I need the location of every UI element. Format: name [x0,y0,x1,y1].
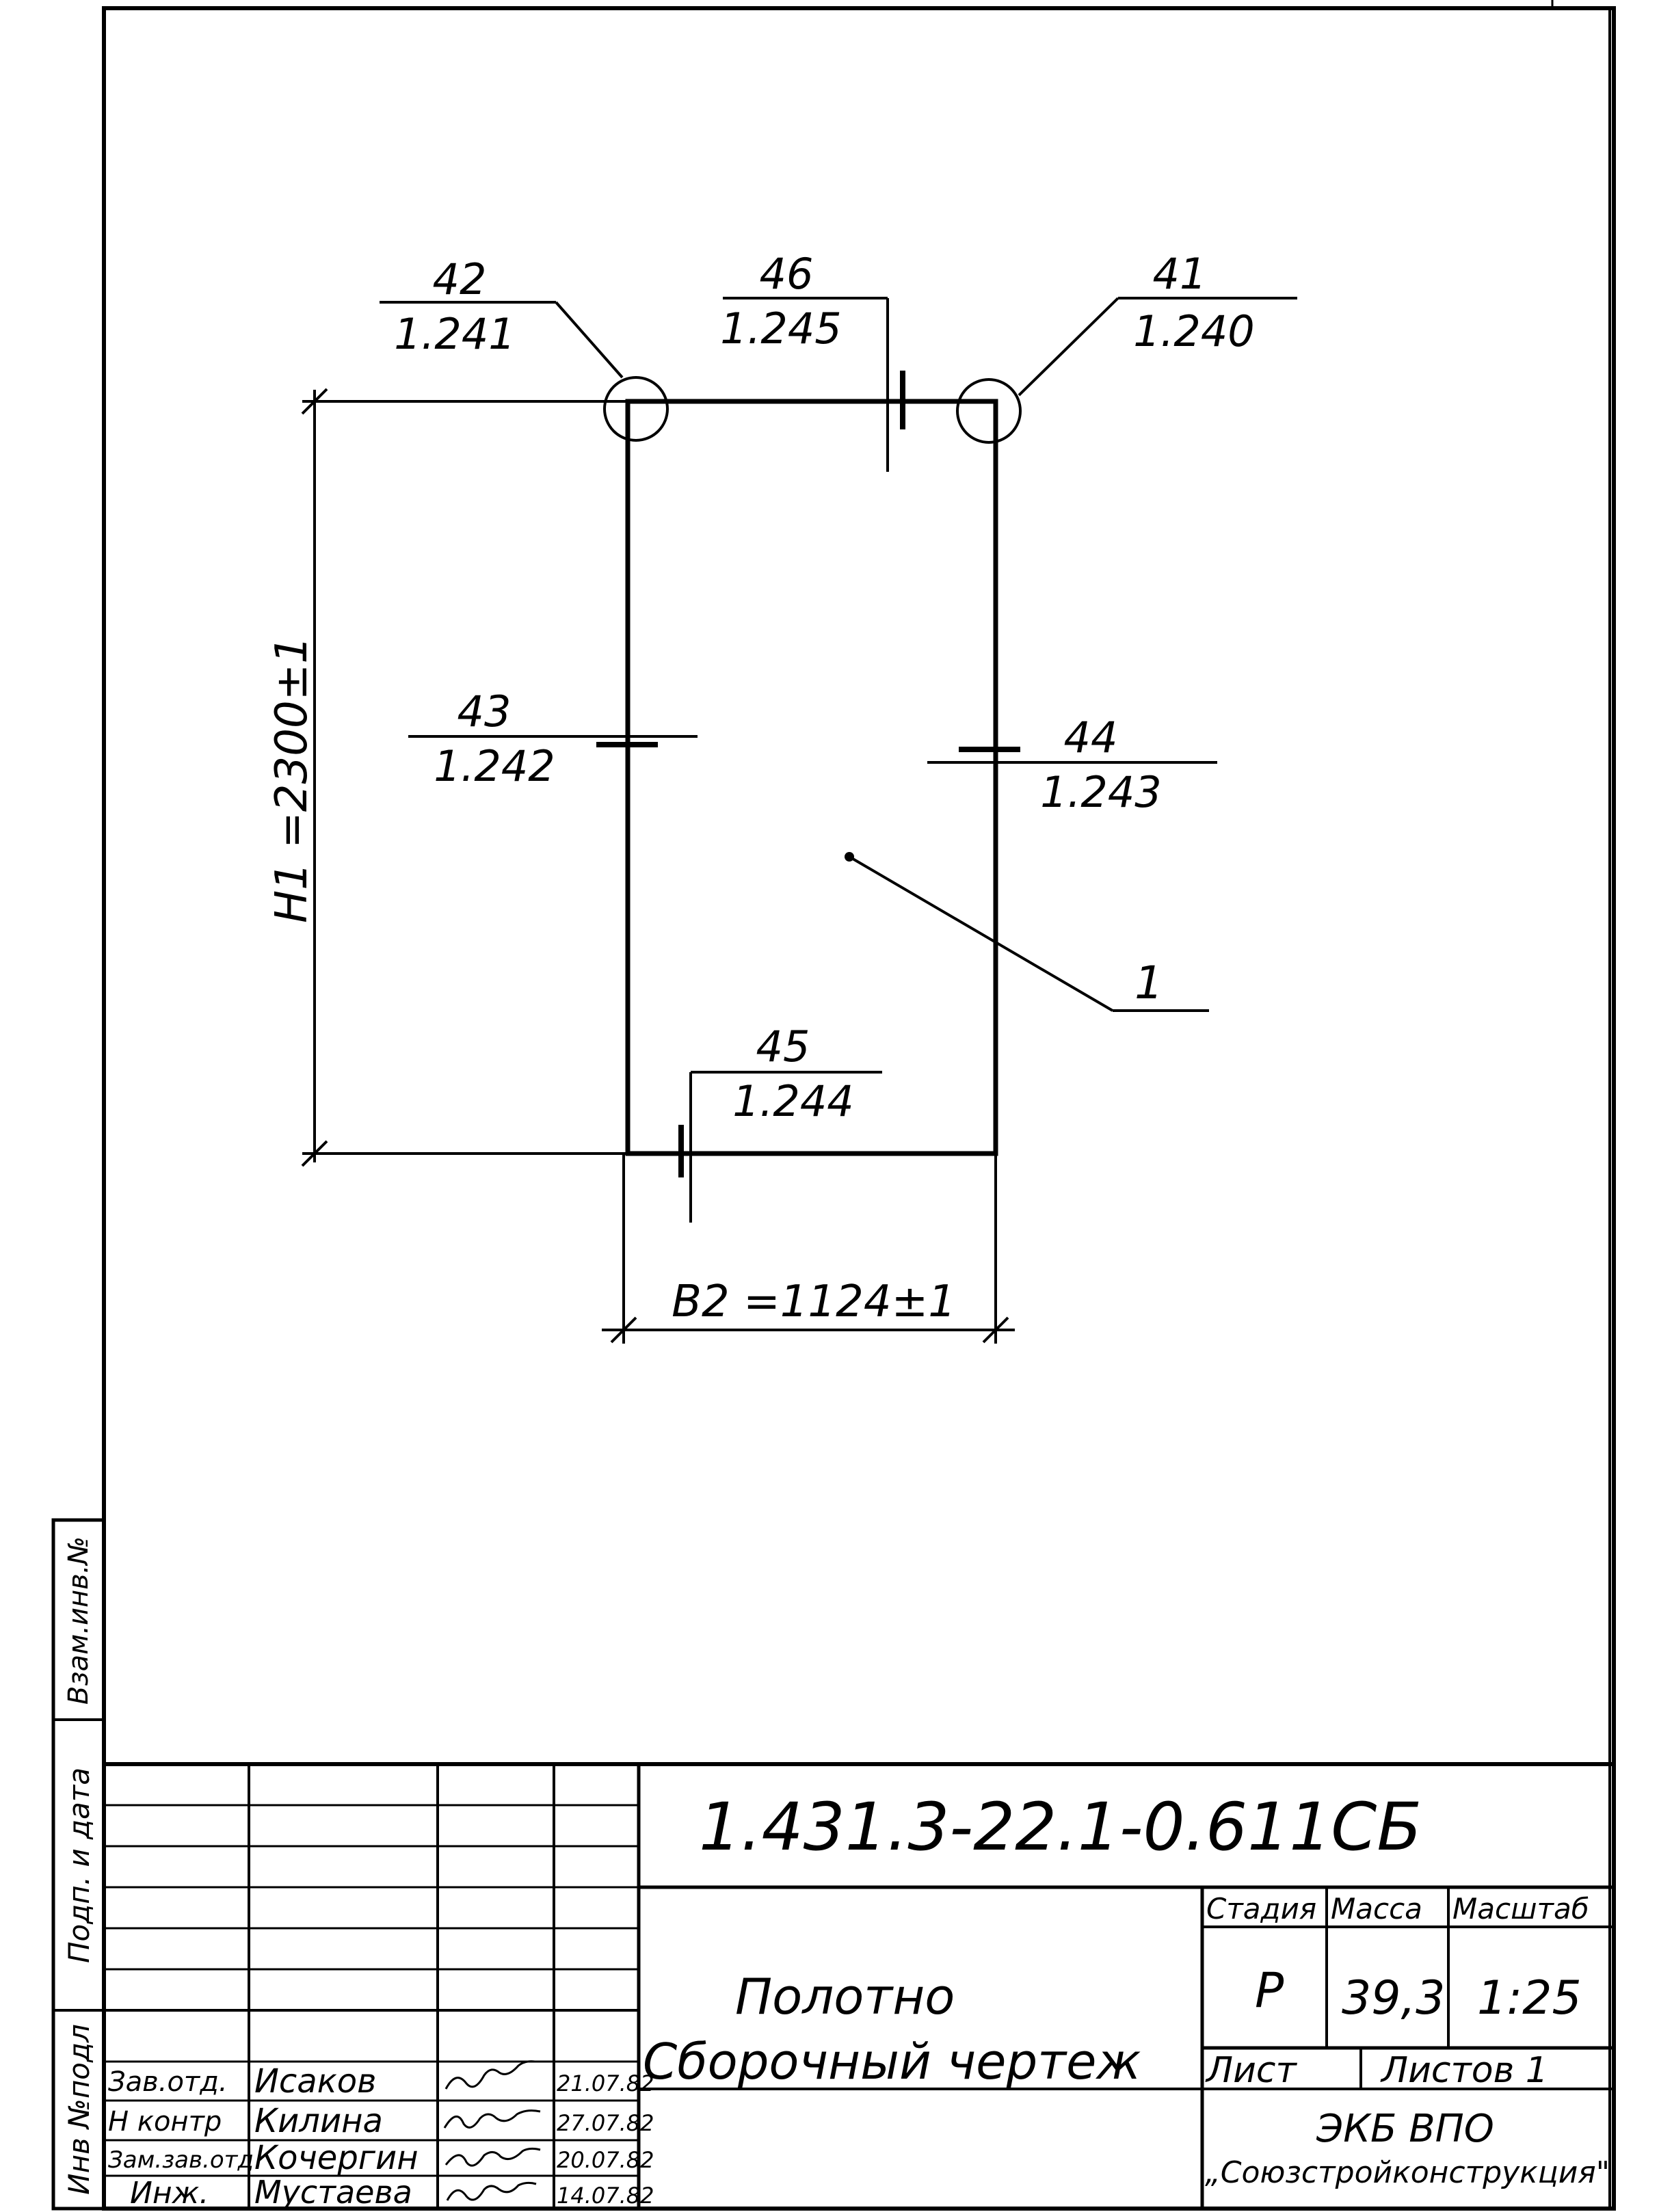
org-line2: „Союзстройконструкция" [1205,2155,1610,2190]
callout-43: 43 1.242 [408,687,698,791]
callout-46-num: 46 [760,249,814,299]
callout-45: 45 1.244 [678,1022,882,1223]
person-row: Н контр Килина 27.07.82 [108,2102,654,2140]
part-1-leader: 1 [845,852,1209,1012]
person-name: Исаков [254,2062,376,2101]
side-stamp: Взам.инв.№ Подп. и дата Инв №подл [51,1518,106,2211]
callout-42-num: 42 [433,254,487,304]
weld-circle-42 [603,376,669,442]
callout-44-num: 44 [1064,712,1118,762]
callout-45-ref: 1.244 [732,1076,854,1126]
signature [443,2109,541,2129]
value-stage: Р [1255,1962,1284,2018]
drawing-name-line1: Полотно [735,1968,955,2025]
designation: 1.431.3-22.1-0.611СБ [699,1789,1422,1865]
sheet-frame [102,0,1616,2211]
header-stage: Стадия [1206,1892,1316,1925]
callout-46: 46 1.245 [720,249,905,472]
part-1-label: 1 [1134,957,1163,1009]
person-name: Мустаева [254,2174,412,2211]
person-role: Зав.отд. [108,2066,228,2098]
value-mass: 39,3 [1342,1971,1445,2025]
callout-43-num: 43 [457,687,512,736]
callout-44: 44 1.243 [927,712,1217,817]
callout-41-num: 41 [1153,249,1207,299]
person-name: Килина [254,2102,383,2140]
signature [446,2181,537,2201]
width-dimension-text: B2 =1124±1 [672,1277,956,1327]
callout-46-ref: 1.245 [720,304,842,354]
side-stamp-podp: Подп. и дата [62,1768,96,1963]
person-role: Зам.зав.отд [108,2146,254,2174]
width-dimension: B2 =1124±1 [602,1154,1015,1344]
person-date: 21.07.82 [557,2070,654,2096]
org-line1: ЭКБ ВПО [1316,2107,1494,2151]
signature [444,2060,535,2090]
callout-42-ref: 1.241 [394,309,516,359]
signature [444,2147,541,2167]
height-dimension: H1 =2300±1 [267,388,628,1167]
sheets-label: Листов 1 [1380,2050,1548,2091]
callout-41-ref: 1.240 [1133,306,1255,356]
person-role: Н контр [108,2106,222,2137]
person-role: Инж. [130,2176,209,2211]
person-date: 27.07.82 [557,2110,654,2136]
panel-outline [625,399,998,1156]
value-scale: 1:25 [1477,1971,1582,2025]
callout-41: 41 1.240 [1018,249,1297,397]
person-name: Кочергин [254,2139,419,2177]
drawing-name-line2: Сборочный чертеж [643,2033,1141,2090]
person-date: 20.07.82 [557,2147,654,2173]
person-row: Инж. Мустаева 14.07.82 [130,2174,654,2211]
header-scale: Масштаб [1452,1892,1589,1925]
person-date: 14.07.82 [557,2183,654,2209]
person-row: Зав.отд. Исаков 21.07.82 [108,2060,654,2101]
weld-circle-41 [956,378,1022,444]
person-row: Зам.зав.отд Кочергин 20.07.82 [108,2139,654,2177]
title-block: 1.431.3-22.1-0.611СБ Полотно Сборочный ч… [104,1762,1614,2211]
side-stamp-inv: Инв №подл [62,2024,96,2195]
header-mass: Масса [1331,1892,1422,1925]
callout-44-ref: 1.243 [1040,767,1162,817]
callout-45-num: 45 [756,1022,810,1071]
side-stamp-vzam: Взам.инв.№ [63,1536,94,1705]
sheet-label: Лист [1205,2050,1297,2091]
callout-43-ref: 1.242 [434,741,555,791]
callout-42: 42 1.241 [380,254,624,379]
height-dimension-text: H1 =2300±1 [267,636,317,923]
